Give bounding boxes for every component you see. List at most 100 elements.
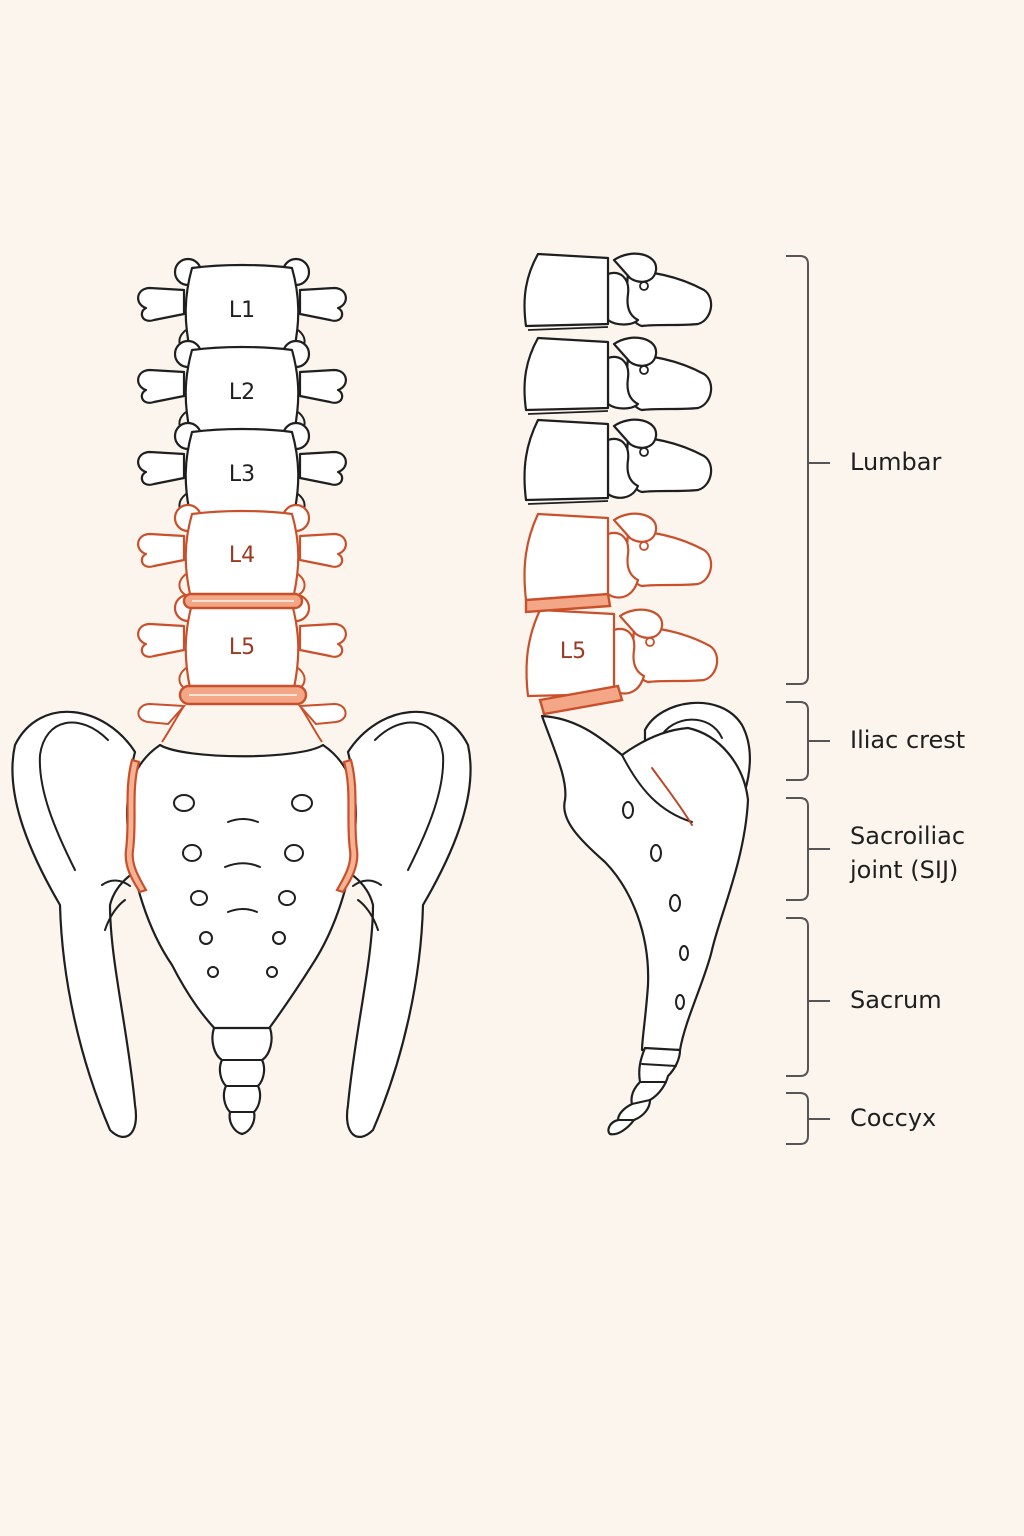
iliac-crest-bracket (786, 701, 830, 781)
pedicle (606, 437, 640, 499)
vertebra-l3: L3 (137, 421, 347, 518)
sij-bracket (786, 797, 830, 901)
side-view: L5 (523, 252, 751, 1136)
side-vertebrae-group: L5 (523, 252, 719, 698)
front-l5-s1-disc (178, 684, 308, 706)
side-l4-l5-disc (524, 592, 612, 614)
side-vertebra (523, 512, 713, 602)
right-ilium-notch (352, 879, 382, 931)
articular-process (612, 418, 658, 449)
pedicle (606, 355, 640, 410)
facet-hole (645, 637, 655, 647)
sacral-foramen-side (679, 945, 689, 961)
sacral-foramen (284, 844, 304, 862)
vertebra-l2: L2 (137, 339, 347, 436)
coccyx-side-segments (617, 1063, 677, 1121)
coccyx-front (211, 1026, 273, 1136)
facet-hole (639, 447, 649, 457)
sacrum-label: Sacrum (850, 986, 942, 1014)
sacral-foramen (278, 890, 296, 906)
sacrum-front (126, 743, 357, 1032)
transverse-process-right (298, 450, 347, 486)
transverse-process-left (137, 368, 186, 404)
sacral-foramen-side (650, 844, 662, 862)
coccyx-segment-line (221, 1059, 263, 1113)
right-ilium (341, 710, 472, 1138)
transverse-process-left (137, 532, 186, 568)
endplate-line (527, 410, 609, 415)
sacral-foramen (291, 794, 313, 812)
articular-process (618, 608, 664, 639)
facet-hole (639, 365, 649, 375)
transverse-process-left (137, 286, 186, 322)
transverse-process-right (298, 286, 347, 322)
side-vertebra (523, 418, 713, 505)
vertebra-l4: L4 (137, 503, 347, 598)
lumbar-label: Lumbar (850, 448, 941, 476)
sacral-foramen-side (675, 994, 685, 1010)
sacral-foramen (190, 890, 208, 906)
side-vertebra (523, 336, 713, 415)
vertebra-label: L4 (229, 543, 255, 568)
side-vertebra (523, 252, 713, 331)
pedicle (612, 627, 646, 695)
sacrum-ridge-1 (227, 818, 259, 823)
vertebral-body-side (523, 418, 610, 502)
front-l4-l5-disc (182, 592, 304, 610)
side-vertebra-label: L5 (560, 639, 586, 664)
iliac-crest-label: Iliac crest (850, 726, 965, 754)
right-sacroiliac-joint (335, 758, 359, 894)
sacral-foramen-side (622, 801, 634, 819)
sacrum-ridge-2 (224, 862, 261, 868)
sacrum-side-joint (651, 767, 693, 826)
side-l5-s1-disc (538, 684, 624, 716)
left-ilium-inner (38, 721, 109, 871)
sij-label-line-2: joint (SIJ) (849, 856, 958, 884)
sacral-ala (137, 702, 347, 726)
transverse-process-left (137, 622, 186, 658)
endplate-line (527, 326, 609, 331)
sacral-foramen (173, 794, 195, 812)
sacral-foramen (199, 931, 213, 945)
coccyx-label: Coccyx (850, 1104, 936, 1132)
sacrum-ridge-3 (227, 908, 258, 913)
sacral-foramen (266, 966, 278, 978)
transverse-process-right (298, 532, 347, 568)
sacral-foramen (272, 931, 286, 945)
transverse-process-left (137, 450, 186, 486)
articular-process (612, 336, 658, 367)
sacral-foramen (182, 844, 202, 862)
sacrum-side (540, 714, 750, 1052)
transverse-process-right (298, 368, 347, 404)
pedicle (606, 271, 640, 326)
sacrum-side-crest (621, 754, 693, 823)
vertebra-label: L1 (229, 298, 255, 323)
articular-process (612, 252, 658, 283)
side-vertebra: L5 (525, 608, 719, 698)
lumbar-bracket (786, 255, 830, 685)
coccyx-side (607, 1046, 682, 1136)
articular-process (612, 512, 658, 543)
vertebra-label: L5 (229, 635, 255, 660)
sacral-foramen-side (669, 894, 681, 912)
pedicle (606, 531, 640, 599)
vertebra-l1: L1 (137, 257, 347, 354)
vertebral-body-side (523, 336, 610, 412)
left-ilium-notch (101, 879, 131, 931)
region-brackets: Lumbar Iliac crest Sacroiliac joint (SIJ… (786, 255, 965, 1145)
left-ilium (11, 710, 142, 1138)
transverse-process-right (298, 622, 347, 658)
endplate-line (527, 500, 609, 505)
sacral-foramen (207, 966, 219, 978)
right-ilium-inner (374, 721, 445, 871)
vertebra-label: L2 (229, 380, 255, 405)
sij-label-line-1: Sacroiliac (850, 822, 965, 850)
l5-sacral-ala (161, 705, 323, 743)
left-sacroiliac-joint (124, 758, 148, 894)
coccyx-bracket (786, 1092, 830, 1145)
sacrum-bracket (786, 917, 830, 1077)
vertebral-body-side (523, 512, 610, 602)
